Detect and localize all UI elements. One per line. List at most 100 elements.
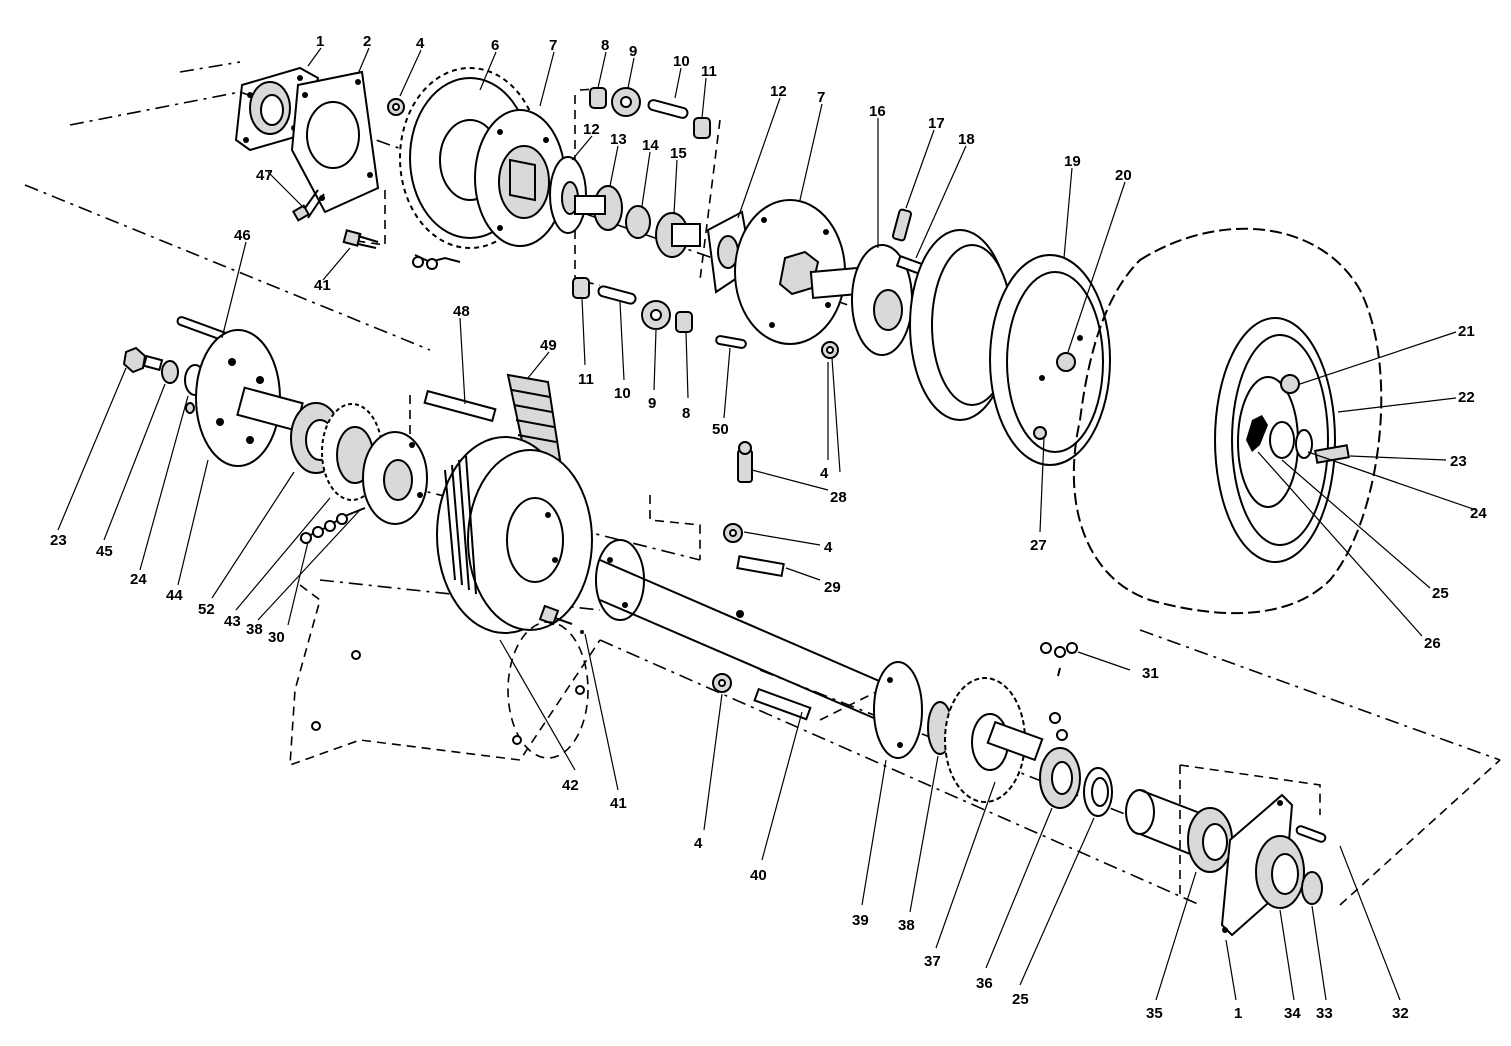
callout: 8 bbox=[682, 405, 690, 422]
callout: 41 bbox=[610, 795, 627, 812]
callout: 35 bbox=[1146, 1005, 1163, 1022]
sun-gear-13 bbox=[574, 185, 623, 231]
pulley-42 bbox=[436, 436, 593, 634]
hub-38 bbox=[362, 431, 428, 525]
callout: 32 bbox=[1392, 1005, 1409, 1022]
roller-8-bottom bbox=[675, 311, 693, 333]
callout: 12 bbox=[770, 83, 787, 100]
callout: 7 bbox=[549, 37, 557, 54]
callout: 9 bbox=[648, 395, 656, 412]
callout: 41 bbox=[314, 277, 331, 294]
stud-40 bbox=[753, 687, 812, 721]
roller-8-top bbox=[589, 87, 607, 109]
chain-30 bbox=[299, 507, 366, 544]
callout: 7 bbox=[817, 89, 825, 106]
callout: 18 bbox=[958, 131, 975, 148]
pin-10-bottom bbox=[597, 285, 637, 305]
nut-4-mid bbox=[821, 341, 839, 359]
callout: 46 bbox=[234, 227, 251, 244]
mounting-plate bbox=[290, 70, 380, 214]
washer-25-bottom bbox=[1083, 767, 1113, 817]
callout: 23 bbox=[50, 532, 67, 549]
nut-4-shaft bbox=[723, 523, 743, 543]
callout: 2 bbox=[363, 33, 371, 50]
callout: 48 bbox=[453, 303, 470, 320]
callout: 17 bbox=[928, 115, 945, 132]
roller-11-bottom bbox=[572, 277, 590, 299]
callout: 6 bbox=[491, 37, 499, 54]
callout: 29 bbox=[824, 579, 841, 596]
callout: 4 bbox=[820, 465, 829, 482]
collar-35 bbox=[1187, 807, 1233, 873]
sleeve-33 bbox=[1301, 871, 1323, 905]
gear-9-bottom bbox=[641, 300, 671, 330]
callout: 44 bbox=[166, 587, 183, 604]
callout: 1 bbox=[316, 33, 324, 50]
callout: 52 bbox=[198, 601, 215, 618]
stud-48 bbox=[423, 389, 497, 423]
pin-32 bbox=[1295, 825, 1327, 843]
leader-lines bbox=[57, 47, 1477, 1001]
callout: 34 bbox=[1284, 1005, 1301, 1022]
callout: 33 bbox=[1316, 1005, 1333, 1022]
callout: 10 bbox=[614, 385, 631, 402]
callout: 42 bbox=[562, 777, 579, 794]
callout: 28 bbox=[830, 489, 847, 506]
callout: 50 bbox=[712, 421, 729, 438]
callout: 11 bbox=[701, 63, 717, 80]
nut-4-bottom bbox=[712, 673, 732, 693]
frame-panel bbox=[289, 584, 601, 767]
callout: 4 bbox=[824, 539, 833, 556]
hub-flange-44 bbox=[195, 329, 304, 467]
callout: 30 bbox=[268, 629, 285, 646]
callout: 47 bbox=[256, 167, 273, 184]
pin-10-top bbox=[647, 99, 689, 119]
callout: 40 bbox=[750, 867, 767, 884]
callout: 25 bbox=[1432, 585, 1449, 602]
callout: 14 bbox=[642, 137, 659, 154]
bolt-29 bbox=[736, 555, 785, 618]
chain-link-31 bbox=[1040, 642, 1078, 677]
callout-labels: 1 2 4 6 7 8 9 10 11 12 13 14 15 12 7 16 … bbox=[50, 33, 1487, 1022]
callout: 43 bbox=[224, 613, 241, 630]
pin-50 bbox=[715, 335, 747, 349]
callout: 10 bbox=[673, 53, 690, 70]
callout: 15 bbox=[670, 145, 687, 162]
callout: 31 bbox=[1142, 665, 1159, 682]
gear-15 bbox=[655, 212, 701, 258]
flange-7-right bbox=[734, 199, 874, 345]
callout: 24 bbox=[130, 571, 147, 588]
sprocket-37 bbox=[944, 677, 1068, 803]
callout: 39 bbox=[852, 912, 869, 929]
bolt-47 bbox=[291, 189, 325, 222]
bearing-36 bbox=[1039, 747, 1081, 809]
callout: 20 bbox=[1115, 167, 1132, 184]
callout: 37 bbox=[924, 953, 941, 970]
callout: 4 bbox=[416, 35, 425, 52]
tire-22 bbox=[1072, 227, 1383, 615]
bushing-14 bbox=[625, 205, 651, 239]
callout: 36 bbox=[976, 975, 993, 992]
rim-19 bbox=[989, 254, 1111, 466]
callout: 38 bbox=[898, 917, 915, 934]
callout: 38 bbox=[246, 621, 263, 638]
callout: 27 bbox=[1030, 537, 1047, 554]
callout: 26 bbox=[1424, 635, 1441, 652]
callout: 22 bbox=[1458, 389, 1475, 406]
callout: 49 bbox=[540, 337, 557, 354]
flange-7-left bbox=[474, 109, 566, 247]
callout: 4 bbox=[694, 835, 703, 852]
nut-4-top bbox=[387, 98, 405, 116]
callout: 23 bbox=[1450, 453, 1467, 470]
callout: 1 bbox=[1234, 1005, 1242, 1022]
plate-16 bbox=[851, 244, 913, 356]
callout: 24 bbox=[1470, 505, 1487, 522]
callout: 19 bbox=[1064, 153, 1081, 170]
bolt-41-top bbox=[342, 229, 379, 249]
callout: 9 bbox=[629, 43, 637, 60]
callout: 8 bbox=[601, 37, 609, 54]
callout: 21 bbox=[1458, 323, 1475, 340]
bolt-23-left bbox=[122, 346, 164, 374]
